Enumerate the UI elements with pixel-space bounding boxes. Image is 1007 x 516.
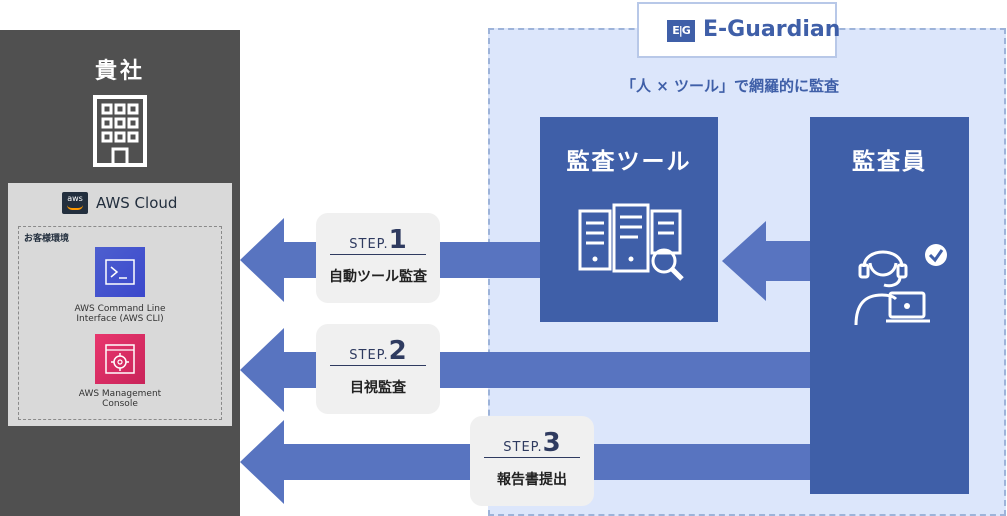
- step2-text: 目視監査: [350, 380, 406, 396]
- step2-number: 2: [388, 336, 407, 366]
- document-search-icon: [578, 203, 684, 281]
- step3-number: 3: [542, 428, 561, 458]
- building-icon: [93, 95, 147, 167]
- aws-cloud-title: AWS Cloud: [96, 194, 178, 212]
- console-gear-icon: [95, 334, 145, 384]
- step1-text: 自動ツール監査: [329, 269, 427, 285]
- customer-environment-box: [18, 226, 222, 420]
- eguardian-tagline: 「人 × ツール」で網羅的に監査: [620, 77, 839, 95]
- terminal-icon: [95, 247, 145, 297]
- step3-label: STEP.: [503, 440, 543, 455]
- aws-logo-icon: aws: [62, 192, 88, 214]
- step2-arrow: [240, 328, 810, 412]
- step1-label: STEP.: [349, 237, 389, 252]
- aws-cloud-panel: [8, 183, 232, 426]
- audit-tool-box: [540, 117, 718, 322]
- customer-environment-label: お客様環境: [24, 234, 70, 244]
- audit-tool-title: 監査ツール: [566, 149, 692, 175]
- step1-card: STEP.1 自動ツール監査: [316, 213, 440, 303]
- auditor-to-tool-arrow: [722, 221, 810, 301]
- auditor-title: 監査員: [852, 149, 927, 175]
- eguardian-logo-icon: E|G: [667, 20, 695, 42]
- step2-card: STEP.2 目視監査: [316, 324, 440, 414]
- company-title: 貴社: [94, 59, 145, 84]
- step2-label: STEP.: [349, 348, 389, 363]
- cli-service-label: AWS Command Line Interface (AWS CLI): [74, 304, 166, 324]
- step3-text: 報告書提出: [497, 472, 567, 488]
- auditor-headset-icon: [854, 244, 947, 326]
- step1-number: 1: [388, 225, 407, 255]
- step3-card: STEP.3 報告書提出: [470, 416, 594, 506]
- console-service-label: AWS Management Console: [78, 389, 162, 409]
- eguardian-name: E-Guardian: [703, 17, 841, 42]
